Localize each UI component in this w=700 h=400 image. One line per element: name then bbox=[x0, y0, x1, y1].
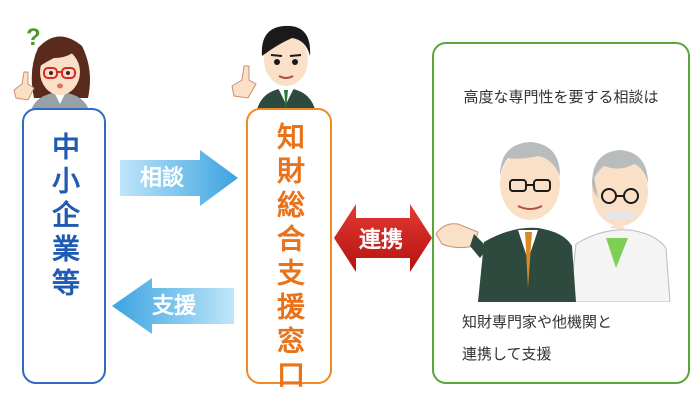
support-arrow-label: 支援 bbox=[152, 294, 197, 319]
cooperation-arrow-label: 連携 bbox=[359, 228, 404, 253]
support-arrow bbox=[112, 278, 234, 334]
experts-description-line2: 連携して支援 bbox=[462, 345, 552, 363]
ip-support-desk-label-wrapper: 知財総合支援窓口 bbox=[248, 122, 330, 394]
experts-box: 高度な専門性を要する相談は 知財専門家や他機関と 連携して支援 bbox=[432, 42, 690, 384]
consult-arrow bbox=[120, 150, 238, 206]
sme-label-wrapper: 中小企業等 bbox=[24, 132, 104, 302]
consult-arrow-label: 相談 bbox=[140, 166, 185, 191]
experts-heading: 高度な専門性を要する相談は bbox=[463, 88, 659, 106]
experts-illustration bbox=[435, 142, 671, 302]
question-mark-icon: ? bbox=[26, 24, 41, 51]
ip-support-desk-label: 知財総合支援窓口 bbox=[273, 122, 306, 394]
sme-label: 中小企業等 bbox=[48, 132, 81, 302]
sme-box: 中小企業等 bbox=[22, 108, 106, 384]
consultant-character-illustration bbox=[231, 25, 316, 114]
experts-description: 知財専門家や他機関と 連携して支援 bbox=[462, 306, 612, 370]
ip-support-desk-box: 知財総合支援窓口 bbox=[246, 108, 332, 394]
experts-description-line1: 知財専門家や他機関と bbox=[462, 313, 613, 331]
woman-character-illustration bbox=[13, 36, 90, 114]
cooperation-double-arrow bbox=[334, 204, 432, 272]
